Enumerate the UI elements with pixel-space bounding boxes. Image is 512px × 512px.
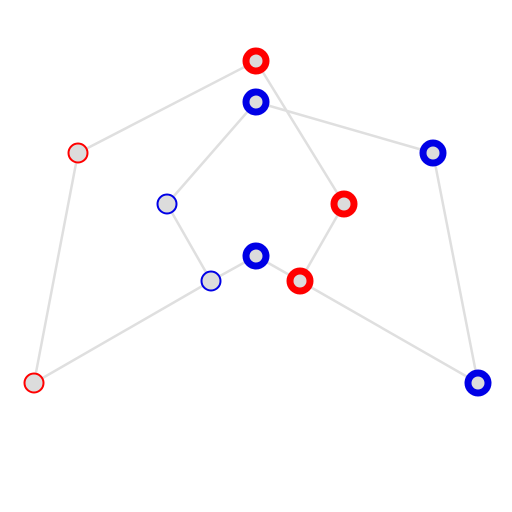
graph-node-blue xyxy=(200,270,222,292)
graph-edge xyxy=(165,100,258,206)
graph-edge xyxy=(76,59,258,155)
graph-node-red xyxy=(23,372,45,394)
graph-edge xyxy=(254,59,346,206)
graph-nodes xyxy=(23,47,492,397)
graph-node-red xyxy=(330,190,358,218)
graph-edge xyxy=(298,279,480,385)
graph-edge xyxy=(431,151,480,385)
graph-edge xyxy=(298,202,346,283)
graph-node-red xyxy=(67,142,89,164)
graph-node-red xyxy=(286,267,314,295)
graph-node-blue xyxy=(242,88,270,116)
graph-node-red xyxy=(242,47,270,75)
graph-node-blue xyxy=(156,193,178,215)
graph-edge xyxy=(32,151,80,385)
graph-node-blue xyxy=(419,139,447,167)
graph-node-blue xyxy=(464,369,492,397)
graph-edge xyxy=(254,100,435,155)
graph-edges xyxy=(32,59,480,385)
graph-edge xyxy=(165,202,213,283)
graph-edge xyxy=(32,279,213,385)
graph-node-blue xyxy=(242,242,270,270)
